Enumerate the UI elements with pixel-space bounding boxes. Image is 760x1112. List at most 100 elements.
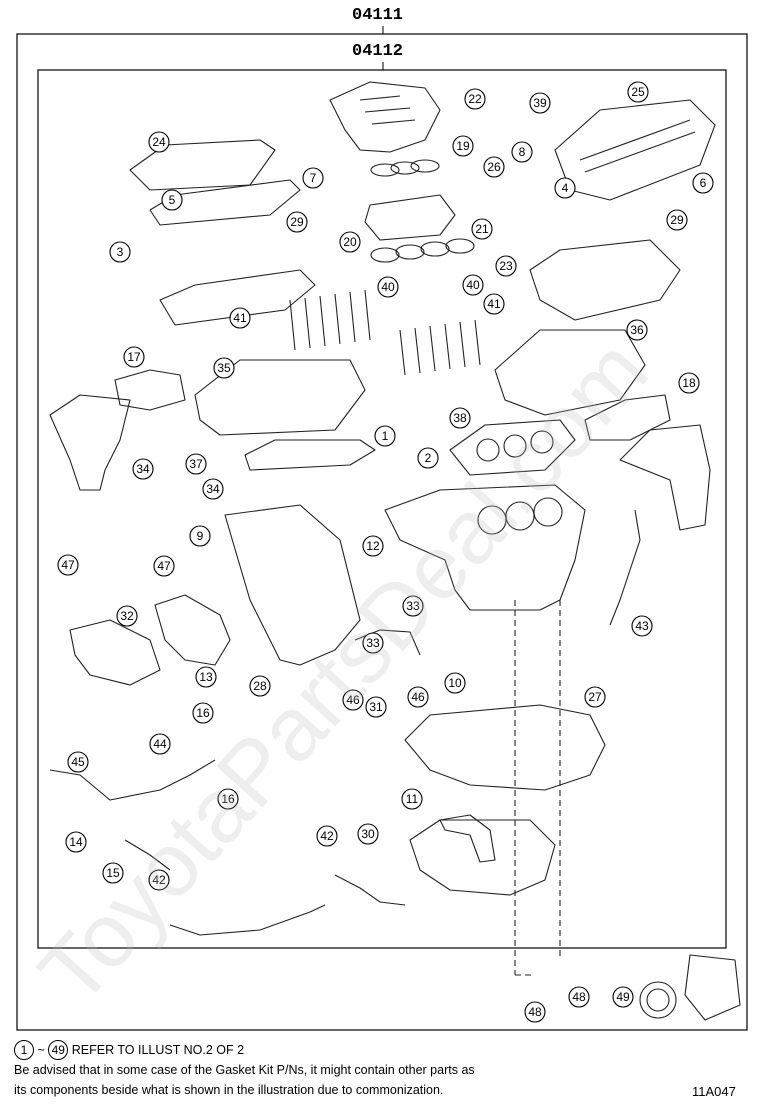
range-separator: ~ xyxy=(37,1043,45,1057)
callout-circle xyxy=(483,156,505,178)
left-head-gasket-drawing xyxy=(244,439,376,471)
callout-number: 34 xyxy=(206,482,220,496)
callout-31: 31 xyxy=(365,696,387,718)
callout-number: 30 xyxy=(361,827,375,841)
callout-47: 47 xyxy=(153,555,175,577)
callout-circle xyxy=(195,666,217,688)
callout-19: 19 xyxy=(452,135,474,157)
callout-32: 32 xyxy=(116,605,138,627)
callout-number: 16 xyxy=(221,792,235,806)
callout-circle xyxy=(116,605,138,627)
left-engine-mount-drawing xyxy=(69,619,161,686)
callout-number: 31 xyxy=(369,700,383,714)
callout-number: 5 xyxy=(169,193,176,207)
callout-10: 10 xyxy=(444,672,466,694)
callout-number: 48 xyxy=(528,1005,542,1019)
callout-number: 2 xyxy=(425,451,432,465)
callout-circle xyxy=(374,425,396,447)
callout-number: 8 xyxy=(519,145,526,159)
callout-30: 30 xyxy=(357,823,379,845)
callout-circle xyxy=(153,555,175,577)
exhaust-gasket-right-drawing xyxy=(584,394,671,441)
callout-number: 18 xyxy=(682,376,696,390)
oil-strainer-drawing xyxy=(439,814,496,863)
callout-circle xyxy=(286,211,308,233)
callout-26: 26 xyxy=(483,156,505,178)
callout-number: 40 xyxy=(381,280,395,294)
sheet-id: 11A047 xyxy=(692,1084,736,1099)
rear-oil-seal-drawing xyxy=(639,981,677,1019)
callout-number: 33 xyxy=(366,636,380,650)
right-valve-cover-drawing xyxy=(554,99,716,201)
callout-circle xyxy=(339,231,361,253)
callout-number: 40 xyxy=(466,278,480,292)
right-exhaust-manifold-drawing xyxy=(619,424,711,531)
callout-33: 33 xyxy=(402,595,424,617)
callout-circle xyxy=(402,595,424,617)
upper-oil-pan-drawing xyxy=(404,704,606,791)
footer-refer-line: 1 ~ 49 REFER TO ILLUST NO.2 OF 2 xyxy=(14,1040,244,1060)
callout-38: 38 xyxy=(449,407,471,429)
intake-plenum-drawing xyxy=(329,81,441,153)
callout-18: 18 xyxy=(678,372,700,394)
callout-circle xyxy=(148,131,170,153)
inner-kit-code: 04112 xyxy=(352,42,404,61)
callout-34: 34 xyxy=(202,478,224,500)
callout-circle xyxy=(302,167,324,189)
callout-circle xyxy=(444,672,466,694)
callout-number: 27 xyxy=(588,690,602,704)
callout-number: 49 xyxy=(616,990,630,1004)
callout-14: 14 xyxy=(65,831,87,853)
kit-frames xyxy=(16,26,748,1031)
callout-9: 9 xyxy=(189,525,211,547)
callout-number: 7 xyxy=(310,171,317,185)
callout-number: 36 xyxy=(630,323,644,337)
callout-3: 3 xyxy=(109,241,131,263)
callout-number: 28 xyxy=(253,679,267,693)
callout-number: 4 xyxy=(562,181,569,195)
callout-36: 36 xyxy=(626,319,648,341)
inner-kit-frame xyxy=(37,69,727,949)
dipstick-tube-drawing xyxy=(609,509,641,626)
callout-circle xyxy=(362,632,384,654)
callout-circle xyxy=(102,862,124,884)
callout-circle xyxy=(213,357,235,379)
callout-number: 10 xyxy=(448,676,462,690)
callout-circle xyxy=(417,447,439,469)
callout-number: 38 xyxy=(453,411,467,425)
callout-number: 42 xyxy=(152,873,166,887)
callout-39: 39 xyxy=(529,92,551,114)
timing-cover-drawing xyxy=(224,504,361,666)
callout-number: 13 xyxy=(199,670,213,684)
callout-circle xyxy=(452,135,474,157)
callout-29: 29 xyxy=(666,209,688,231)
callout-25: 25 xyxy=(627,81,649,103)
callout-circle xyxy=(483,293,505,315)
callout-circle xyxy=(316,825,338,847)
heater-pipe-drawing xyxy=(334,874,406,906)
callout-number: 15 xyxy=(106,866,120,880)
callout-7: 7 xyxy=(302,167,324,189)
outer-kit-code: 04111 xyxy=(352,6,404,25)
callout-number: 14 xyxy=(69,835,83,849)
part-drawings xyxy=(49,81,741,1021)
refer-text: REFER TO ILLUST NO.2 OF 2 xyxy=(71,1043,245,1057)
callout-circle xyxy=(189,525,211,547)
callout-circle xyxy=(631,615,653,637)
callout-circle xyxy=(362,535,384,557)
callout-circle xyxy=(149,733,171,755)
callout-number: 29 xyxy=(670,213,684,227)
callout-46: 46 xyxy=(342,689,364,711)
callout-circle xyxy=(529,92,551,114)
callout-23: 23 xyxy=(495,255,517,277)
callout-markers: 1234567891011121314151616171819202122232… xyxy=(57,81,714,1023)
callout-circle xyxy=(148,869,170,891)
water-inlet-pipe-drawing xyxy=(49,759,216,801)
water-bypass-pipe-drawing xyxy=(169,904,326,936)
callout-15: 15 xyxy=(102,862,124,884)
callout-circle xyxy=(462,274,484,296)
callout-29: 29 xyxy=(286,211,308,233)
callout-circle xyxy=(627,81,649,103)
callout-number: 46 xyxy=(411,690,425,704)
callout-circle xyxy=(449,407,471,429)
